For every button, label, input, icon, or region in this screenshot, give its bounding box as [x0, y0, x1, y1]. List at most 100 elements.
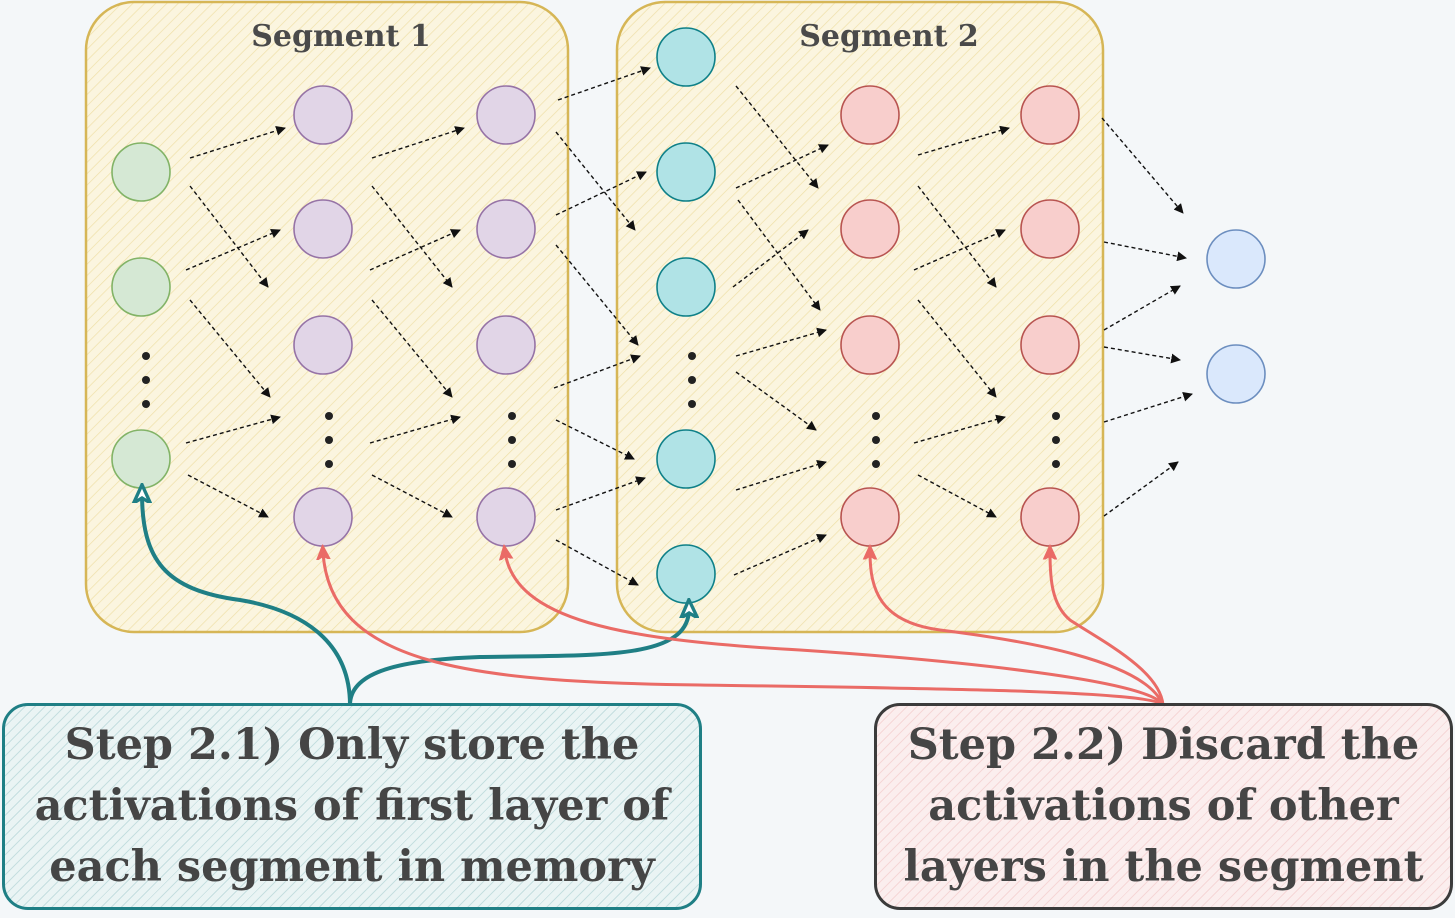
- ellipsis-dot: [872, 412, 880, 420]
- segment-1-layer-1-node: [293, 85, 353, 145]
- ellipsis-dot: [508, 460, 516, 468]
- discard-activations-caption: Step 2.2) Discard the activations of oth…: [874, 703, 1453, 910]
- discard-arrow-s1-layer2: [505, 552, 1165, 706]
- connection-arrow: [555, 539, 639, 586]
- ellipsis-dot: [325, 460, 333, 468]
- discard-arrow-s2-layer3: [1050, 552, 1165, 706]
- segment-1-layer-2-node: [476, 315, 536, 375]
- segment-1-layer-2-node: [476, 85, 536, 145]
- vertical-ellipsis: [508, 412, 516, 468]
- ellipsis-dot: [1052, 460, 1060, 468]
- connection-arrow: [555, 171, 647, 216]
- connection-arrow: [371, 474, 453, 518]
- connection-arrow: [1101, 117, 1184, 214]
- ellipsis-dot: [872, 436, 880, 444]
- ellipsis-dots: [142, 352, 1060, 468]
- ellipsis-dot: [1052, 436, 1060, 444]
- vertical-ellipsis: [325, 412, 333, 468]
- connection-arrow: [917, 185, 997, 288]
- connection-arrow: [735, 459, 827, 491]
- connection-arrow: [185, 228, 281, 271]
- connection-arrow: [1103, 461, 1179, 517]
- connection-arrow: [371, 126, 465, 159]
- connection-arrow: [1103, 285, 1181, 331]
- ellipsis-dot: [1052, 412, 1060, 420]
- connection-arrow: [369, 229, 461, 271]
- connection-arrow: [555, 476, 646, 511]
- segment-1-title: Segment 1: [251, 19, 431, 54]
- vertical-ellipsis: [688, 352, 696, 408]
- ellipsis-dot: [508, 412, 516, 420]
- segment-1-layer-1-node: [293, 487, 353, 547]
- segment-2-layer-2-node: [840, 487, 900, 547]
- connection-arrow: [555, 244, 639, 346]
- ellipsis-dot: [142, 400, 150, 408]
- connection-arrow: [369, 414, 461, 444]
- segment-1-layer-1-node: [293, 199, 353, 259]
- vertical-ellipsis: [142, 352, 150, 408]
- caption-line: layers in the segment: [903, 842, 1424, 892]
- caption-line: activations of other: [928, 781, 1399, 831]
- ellipsis-dot: [872, 460, 880, 468]
- segment-2-layer-3-node: [1020, 315, 1080, 375]
- connection-arrow: [737, 199, 821, 311]
- connection-arrows: [185, 66, 1193, 586]
- segment-2-layer-2-node: [840, 315, 900, 375]
- segment-2-layer-3-node: [1020, 487, 1080, 547]
- segment-2-layer-2-node: [840, 85, 900, 145]
- connection-arrow: [189, 125, 286, 159]
- output-layer-node: [1206, 229, 1266, 289]
- connection-arrow: [735, 327, 827, 357]
- discard-arrows: [323, 552, 1165, 707]
- ellipsis-dot: [142, 352, 150, 360]
- ellipsis-dot: [688, 376, 696, 384]
- connection-arrow: [733, 534, 827, 576]
- segment-2-layer-1-node: [656, 429, 716, 489]
- segment-2-layer-1-node: [656, 142, 716, 202]
- connection-arrow: [1103, 392, 1193, 423]
- ellipsis-dot: [688, 352, 696, 360]
- ellipsis-dot: [142, 376, 150, 384]
- connection-arrow: [553, 354, 641, 389]
- segment-2-layer-1-node: [656, 27, 716, 87]
- segment-1-layer-2-node: [476, 487, 536, 547]
- segment-1-layer-1-node: [293, 315, 353, 375]
- connection-arrow: [555, 419, 635, 460]
- caption-line: each segment in memory: [49, 842, 655, 892]
- vertical-ellipsis: [872, 412, 880, 468]
- discard-arrow-s2-layer2: [870, 552, 1165, 706]
- input-layer-node: [111, 142, 171, 202]
- segment-2-layer-2-node: [840, 199, 900, 259]
- connection-arrow: [917, 125, 1010, 156]
- connection-arrow: [187, 474, 269, 518]
- caption-line: Step 2.1) Only store the: [64, 720, 640, 770]
- segment-2-layer-3-node: [1020, 85, 1080, 145]
- input-layer-node: [111, 429, 171, 489]
- segment-2-layer-1-node: [656, 257, 716, 317]
- ellipsis-dot: [325, 436, 333, 444]
- ellipsis-dot: [688, 400, 696, 408]
- store-activations-caption: Step 2.1) Only store the activations of …: [2, 703, 702, 910]
- input-layer-node: [111, 257, 171, 317]
- vertical-ellipsis: [1052, 412, 1060, 468]
- caption-line: Step 2.2) Discard the: [907, 720, 1420, 770]
- ellipsis-dot: [325, 412, 333, 420]
- caption-line: activations of first layer of: [34, 781, 670, 831]
- connection-arrow: [917, 474, 997, 518]
- discard-arrow-s1-layer1: [323, 552, 1165, 707]
- connection-arrow: [735, 371, 817, 431]
- connection-arrow: [189, 185, 269, 288]
- segment-2-title: Segment 2: [799, 19, 979, 54]
- connection-arrow: [735, 144, 829, 189]
- connection-arrow: [913, 229, 1006, 271]
- connection-arrow: [557, 66, 651, 101]
- output-layer-node: [1206, 344, 1266, 404]
- connection-arrow: [1103, 241, 1187, 262]
- connection-arrow: [913, 414, 1006, 444]
- store-arrow-input-layer: [142, 493, 352, 706]
- ellipsis-dot: [508, 436, 516, 444]
- connection-arrow: [1103, 346, 1181, 364]
- connection-arrow: [185, 414, 281, 444]
